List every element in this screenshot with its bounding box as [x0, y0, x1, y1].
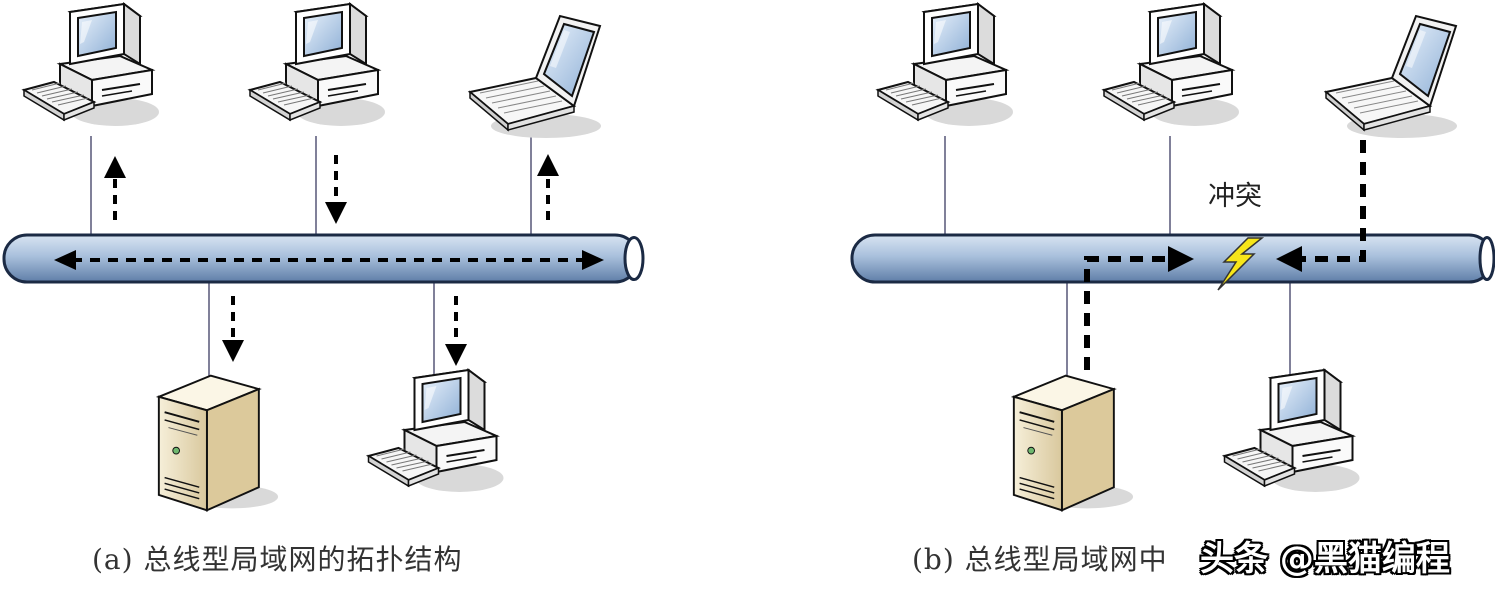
desktop-computer-icon	[249, 3, 386, 127]
arrow-down	[445, 296, 467, 366]
bus-cable	[2, 233, 645, 284]
desktop-computer-icon	[367, 368, 505, 494]
panel-b	[850, 3, 1495, 512]
desktop-computer-icon	[1223, 368, 1361, 494]
arrow-down	[222, 296, 244, 362]
caption-a: (a) 总线型局域网的拓扑结构	[92, 543, 463, 576]
caption-b: (b) 总线型局域网中	[912, 543, 1168, 576]
server-icon	[1012, 374, 1135, 512]
laptop-icon	[1325, 15, 1458, 139]
server-icon	[157, 374, 280, 512]
desktop-computer-icon	[23, 3, 160, 127]
laptop-icon	[469, 15, 602, 139]
collision-label: 冲突	[1208, 181, 1262, 212]
laptop-signal-arrow	[1276, 140, 1366, 272]
arrow-up	[104, 156, 126, 220]
panel-a	[2, 3, 645, 512]
collision-spark-icon	[1217, 237, 1265, 291]
server-signal-arrow	[1084, 246, 1194, 370]
arrow-up	[537, 154, 559, 220]
desktop-computer-icon	[1103, 3, 1240, 127]
desktop-computer-icon	[877, 3, 1014, 127]
arrow-down	[325, 155, 347, 224]
broadcast-arrow	[54, 250, 604, 270]
watermark: 头条 @黑猫编程	[1200, 539, 1450, 579]
